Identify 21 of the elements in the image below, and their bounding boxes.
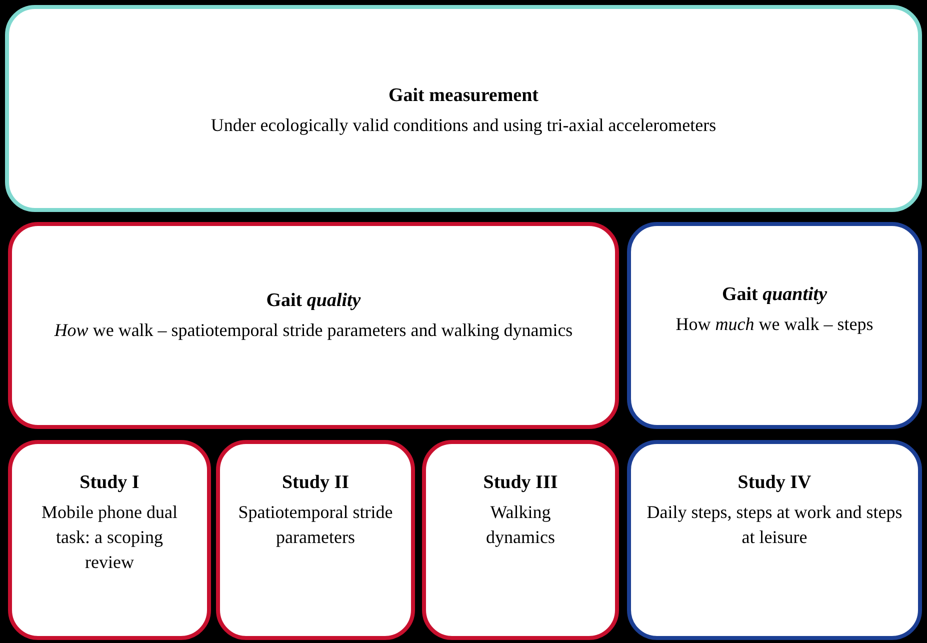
rounded-panel	[422, 440, 619, 640]
rounded-panel	[8, 222, 619, 429]
heading-text: Gait quality	[266, 290, 361, 312]
body-text: Mobile phone dual task: a scoping review	[40, 501, 178, 574]
rounded-panel	[216, 440, 415, 640]
body-text: How much we walk – steps	[676, 313, 874, 336]
body-text: Walking dynamics	[485, 501, 556, 550]
body-text: Spatiotemporal stride parameters	[237, 501, 394, 550]
heading-text: Gait quantity	[722, 284, 828, 306]
body-text: Under ecologically valid conditions and using tri-axial accelerometers	[210, 114, 716, 137]
rounded-panel	[8, 440, 211, 640]
body-text: Daily steps, steps at work and steps at leisure	[646, 501, 904, 550]
heading-text: Gait measurement	[388, 85, 539, 107]
rounded-panel	[627, 222, 922, 429]
heading-text: Study I	[80, 472, 140, 494]
body-text: How we walk – spatiotemporal stride parameters and walking dynamics	[54, 319, 573, 342]
heading-text: Study IV	[738, 472, 812, 494]
heading-text: Study III	[483, 472, 558, 494]
heading-text: Study II	[282, 472, 350, 494]
rounded-panel	[627, 440, 922, 640]
rounded-panel	[5, 5, 922, 212]
